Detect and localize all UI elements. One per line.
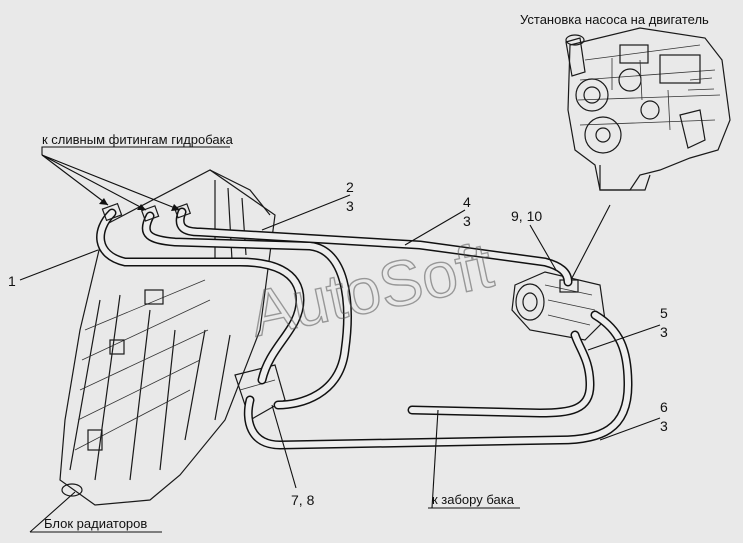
- callout-9-10: 9, 10: [511, 208, 542, 224]
- hose-2: [141, 211, 352, 410]
- hose-5: [407, 330, 595, 418]
- drain-fittings: [101, 202, 192, 222]
- engine-illustration: [565, 27, 731, 191]
- hose-4: [175, 207, 573, 287]
- callout-6-sub: 3: [660, 418, 668, 434]
- callout-2: 2: [346, 179, 354, 195]
- hydraulic-pump: [511, 271, 606, 341]
- hose-6: [243, 310, 633, 450]
- callout-5-sub: 3: [660, 324, 668, 340]
- radiator-block-label: Блок радиаторов: [44, 516, 147, 531]
- pump-install-label: Установка насоса на двигатель: [520, 12, 709, 27]
- callout-2-sub: 3: [346, 198, 354, 214]
- callout-1: 1: [8, 273, 16, 289]
- drain-fittings-label: к сливным фитингам гидробака: [42, 132, 234, 147]
- callout-5: 5: [660, 305, 668, 321]
- radiator-block: [59, 169, 286, 506]
- leader-lines: [19, 146, 661, 533]
- callout-6: 6: [660, 399, 668, 415]
- callout-4: 4: [463, 194, 471, 210]
- tank-intake-label: к забору бака: [432, 492, 515, 507]
- hose-1: [96, 208, 305, 385]
- callout-7-8: 7, 8: [291, 492, 315, 508]
- callout-4-sub: 3: [463, 213, 471, 229]
